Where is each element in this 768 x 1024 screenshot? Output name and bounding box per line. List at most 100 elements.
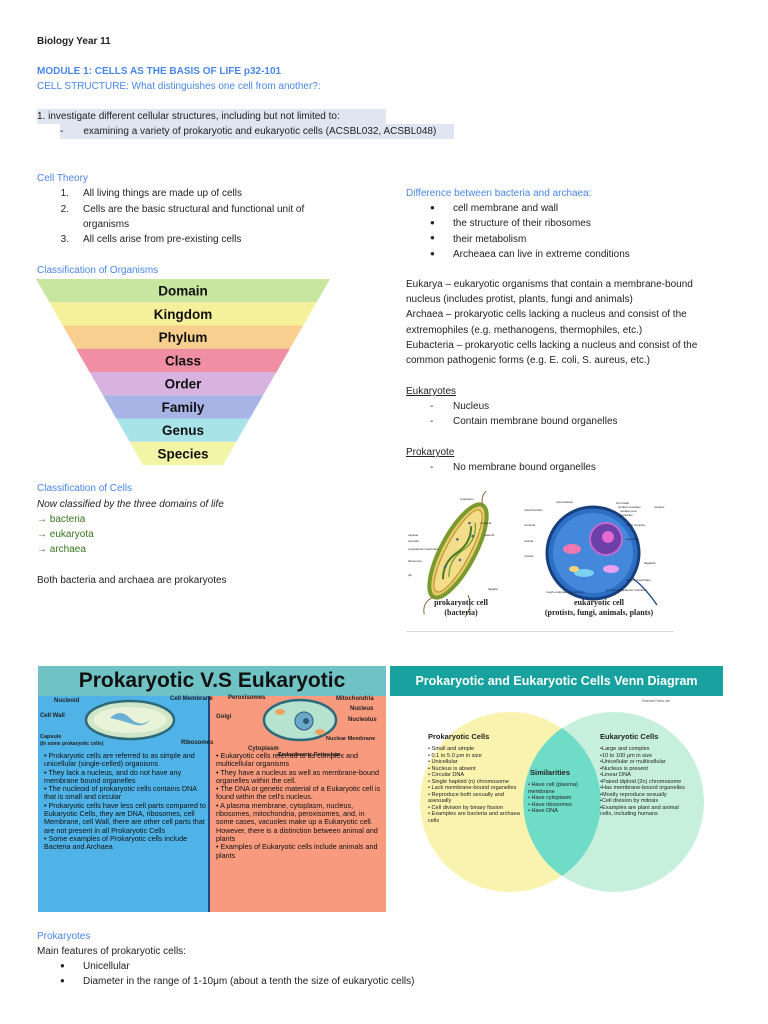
vs-label-golgi: Golgi	[216, 714, 232, 720]
figure-rule	[406, 631, 674, 632]
cell-theory-heading: Cell Theory	[37, 173, 88, 184]
vs-label-cell-wall: Cell Wall	[40, 713, 65, 719]
prokaryotic-vs-eukaryotic-infographic: Prokaryotic V.S Eukaryotic Nucleoid Cell…	[38, 666, 386, 912]
vs-label-er: Endoplasmic Reticulum	[278, 752, 341, 758]
venn-left-item-10: • Examples are bacteria and archaea cell…	[428, 811, 520, 824]
classification-cells-subtitle: Now classified by the three domains of l…	[37, 499, 224, 510]
venn-left-item-1: • Small and simple	[428, 746, 475, 752]
pyramid-label-order: Order	[165, 377, 203, 392]
document-title: Biology Year 11	[37, 36, 111, 47]
venn-title-bar	[390, 666, 723, 696]
venn-title: Prokaryotic and Eukaryotic Cells Venn Di…	[415, 674, 698, 688]
classification-organisms-heading: Classification of Organisms	[37, 265, 159, 276]
cell-theory-num-3: 3.	[60, 234, 69, 245]
prokaryotic-cell-illustration	[423, 469, 503, 618]
venn-left-item-2: • 0.1 to 5.0 μm in size	[428, 752, 482, 759]
vs-euk-point-1: • Eukaryotic cells referred to as comple…	[216, 751, 358, 769]
vs-pro-point-4: • Prokaryotic cells have less cell parts…	[44, 800, 206, 835]
pyramid-band-domain	[36, 279, 330, 303]
module-heading: MODULE 1: CELLS AS THE BASIS OF LIFE p32…	[37, 66, 282, 77]
prokaryote-heading: Prokaryote	[406, 447, 455, 458]
euk-label-cytosol: cytosol	[524, 554, 534, 558]
prokaryotes-item-1: Unicellular	[83, 961, 130, 972]
euk-label-centriole: centriole	[524, 523, 536, 527]
vs-label-nucleus: Nucleus	[350, 706, 374, 712]
venn-mid-title: Similarities	[530, 768, 571, 777]
euk-label-nuclear-envelope: nuclear envelope	[618, 505, 641, 509]
domain-archaea: → archaea	[37, 544, 86, 555]
inquiry-dash: -	[60, 126, 64, 137]
venn-right-item-10: •Examples are plant and animal cells, in…	[600, 804, 679, 818]
venn-mid-items: • Have cell (plasma) membrane • Have cyt…	[528, 782, 586, 815]
eukaryotes-heading: Eukaryotes	[406, 386, 457, 397]
difference-bullet-4: ●	[430, 249, 435, 258]
eukaryotes-item-2: Contain membrane bound organelles	[453, 416, 618, 427]
venn-left-items: • Small and simple • 0.1 to 5.0 μm in si…	[428, 746, 524, 824]
pyramid-band-order	[89, 372, 277, 396]
vs-pro-point-2: • They lack a nucleus, and do not have a…	[44, 767, 182, 785]
vs-title-bar	[38, 666, 386, 696]
venn-left-item-7: • Lack membrane-bound organelles	[428, 785, 517, 791]
vs-label-nuclear-membrane: Nuclear Membrane	[326, 736, 376, 742]
euk-label-mitochondrion: mitochondrion	[524, 508, 543, 512]
pro-label-ribosomes: ribosomes	[408, 559, 422, 563]
vs-pro-point-3: • The nucleoid of prokaryotic cells cont…	[44, 784, 197, 802]
pro-label-cytoplasmic-membrane: cytoplasmic membrane	[408, 547, 439, 551]
prokaryotes-item-2: Diameter in the range of 1-10μm (about a…	[83, 976, 415, 987]
venn-left-item-9: • Cell division by binary fission	[428, 804, 504, 811]
venn-right-item-4: •Nucleus is present	[600, 765, 648, 772]
cell-theory-item-3: All cells arise from pre-existing cells	[83, 234, 242, 245]
vs-label-capsule-note: (In some prokaryotic cells)	[40, 741, 104, 747]
venn-right-item-3: •Unicellular or multicellular	[600, 759, 666, 765]
definition-line-5: Eubacteria – prokaryotic cells lacking a…	[406, 340, 698, 351]
vs-prokaryotic-points: • Prokaryotic cells are referred to as s…	[44, 751, 206, 852]
euk-label-lysosome: lysosome	[626, 537, 639, 541]
eukaryotes-dash-1: -	[430, 401, 434, 412]
prokaryotic-caption-line-2: (bacteria)	[444, 608, 478, 617]
prokaryotic-caption: prokaryotic cell (bacteria)	[406, 598, 516, 618]
venn-right-item-1: •Large and complex	[600, 746, 650, 752]
pyramid-label-kingdom: Kingdom	[154, 307, 213, 322]
euk-label-microtubules: microtubules	[556, 500, 574, 504]
definition-line-2: nucleus (includes protist, plants, fungi…	[406, 294, 633, 305]
venn-mid-item-1: • Have cell (plasma) membrane	[528, 782, 578, 795]
pyramid-band-kingdom	[49, 302, 317, 326]
euk-label-vesicle: vesicle	[524, 539, 534, 543]
pyramid-label-family: Family	[162, 400, 205, 415]
venn-right-item-6: •Paired diploid (2n) chromosome	[600, 778, 682, 785]
cell-illustrations	[423, 469, 658, 618]
difference-item-4: Archeaea can live in extreme conditions	[453, 249, 630, 260]
cell-theory-num-1: 1.	[60, 188, 69, 199]
pro-label-capsule: capsule	[408, 533, 419, 537]
eukaryotic-caption: eukaryotic cell (protists, fungi, animal…	[524, 598, 674, 618]
venn-diagram-infographic: Prokaryotic and Eukaryotic Cells Venn Di…	[390, 666, 723, 910]
classification-cells-heading: Classification of Cells	[37, 483, 133, 494]
venn-left-title: Prokaryotic Cells	[428, 732, 490, 741]
pro-label-plasmid: plasmid	[484, 533, 495, 537]
pro-label-flagella: flagella	[488, 587, 498, 591]
pyramid-band-genus	[116, 418, 250, 442]
vs-label-nucleoid: Nucleoid	[54, 698, 80, 704]
venn-right-item-7: •Has membrane-bound organelles	[600, 785, 685, 791]
vs-label-mitochondria: Mitochondria	[336, 696, 374, 702]
difference-item-2: the structure of their ribosomes	[453, 218, 591, 229]
vs-label-cell-membrane: Cell Membrane	[170, 696, 213, 702]
venn-left-item-4: • Nucleus is absent	[428, 765, 476, 772]
prokaryotes-note: Both bacteria and archaea are prokaryote…	[37, 575, 227, 586]
vs-pro-point-5: • Some examples of Prokaryotic cells inc…	[44, 833, 188, 852]
venn-left-item-3: • Unicellular	[428, 759, 458, 765]
cell-structure-question: CELL STRUCTURE: What distinguishes one c…	[37, 81, 321, 92]
definition-line-1: Eukarya – eukaryotic organisms that cont…	[406, 279, 693, 290]
venn-right-item-9: •Cell division by mitosis	[600, 798, 659, 804]
venn-right-title: Eukaryotic Cells	[600, 732, 659, 741]
vs-euk-point-5: • Examples of Eukaryotic cells include a…	[216, 842, 378, 860]
pro-label-pili: pili	[408, 573, 412, 577]
prokaryotes-bullet-2: ●	[60, 976, 65, 985]
pyramid-band-class	[76, 348, 290, 372]
vs-euk-point-4: • A plasma membrane, cytoplasm, nucleus,…	[216, 800, 378, 843]
taxonomy-pyramid: DomainKingdomPhylumClassOrderFamilyGenus…	[36, 279, 330, 465]
difference-item-1: cell membrane and wall	[453, 203, 559, 214]
pyramid-band-family	[102, 395, 264, 419]
cell-theory-num-2: 2.	[60, 204, 69, 215]
cell-theory-item-2-cont: organisms	[83, 219, 130, 230]
